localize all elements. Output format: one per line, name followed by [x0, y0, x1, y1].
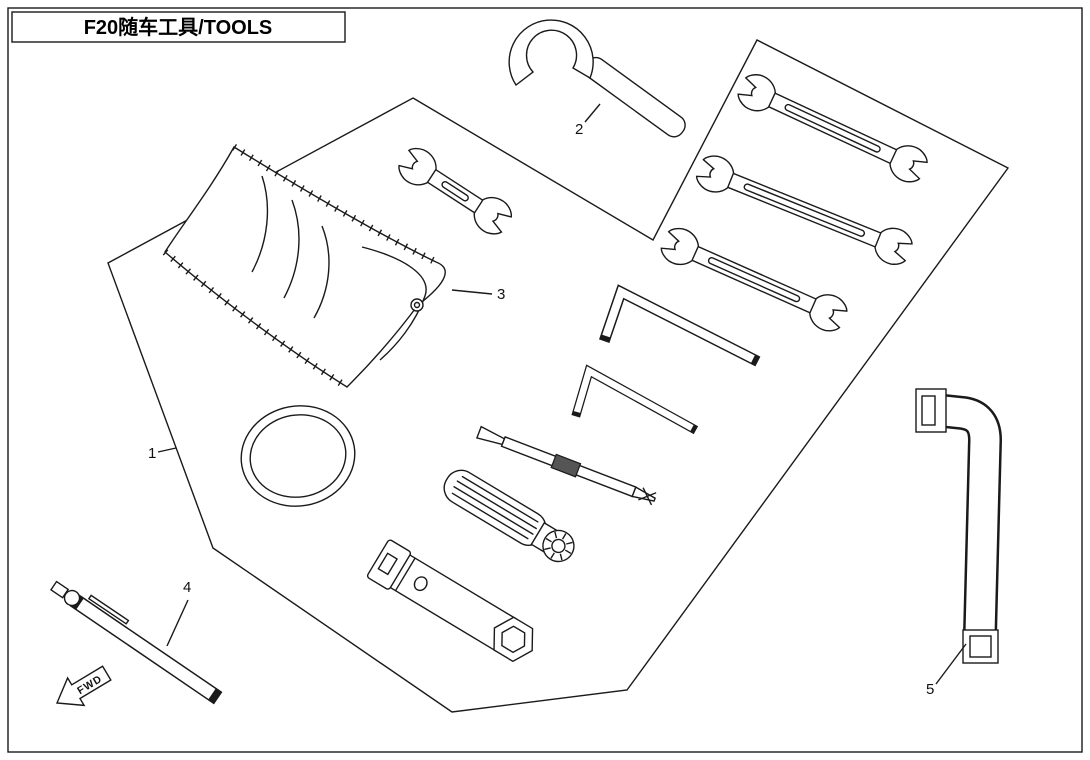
- tool-kit-outline: [107, 39, 1010, 713]
- pouch-seam-bottom: [162, 249, 349, 390]
- pouch-crease: [251, 175, 269, 273]
- pouch-seam-top: [232, 144, 438, 266]
- phillips-tip: [631, 486, 656, 502]
- callout-5: 5: [926, 681, 934, 698]
- spark-plug-socket: [366, 539, 534, 663]
- open-end-wrench-small: [398, 147, 513, 235]
- screwdriver-bit-rod: [475, 425, 657, 506]
- l-socket-wrench: [915, 388, 1002, 664]
- open-end-wrench-3: [660, 227, 848, 332]
- hook-spanner-hook: [508, 19, 594, 87]
- callout-3: 3: [497, 286, 505, 303]
- screwdriver-handle: [443, 469, 575, 563]
- pouch-flap: [361, 246, 427, 361]
- pouch-crease: [283, 199, 300, 299]
- open-end-wrench-2: [695, 155, 913, 265]
- socket-left-cap: [366, 539, 412, 590]
- page-border: [7, 7, 1083, 753]
- fwd-arrow-shape: [55, 665, 112, 707]
- callout-4: 4: [183, 579, 191, 596]
- hook-spanner-handle: [583, 56, 686, 138]
- callout-1: 1: [148, 445, 156, 462]
- open-end-wrench-1: [737, 74, 928, 183]
- hex-key-small: [571, 364, 699, 435]
- tool-pouch: [162, 144, 446, 390]
- leader-line-2: [584, 103, 601, 123]
- gauge-clip: [87, 594, 130, 625]
- title-box: [11, 11, 346, 43]
- leader-line-3: [451, 289, 493, 295]
- tommy-bar-hole: [413, 576, 428, 592]
- hex-key-large: [599, 284, 761, 367]
- gauge-head: [63, 589, 81, 607]
- l-wrench-bottom-socket: [962, 629, 999, 664]
- hex-section: [550, 453, 582, 478]
- handle-end-cap: [542, 529, 575, 563]
- leader-line-4: [166, 599, 189, 647]
- fwd-arrow: FWD: [55, 665, 112, 707]
- hook-spanner: [508, 19, 686, 138]
- o-ring: [240, 405, 356, 507]
- tire-pressure-gauge: [49, 580, 223, 705]
- leader-line-5: [935, 643, 967, 685]
- tool-pouch-outline: [164, 146, 446, 388]
- page-title: F20随车工具/TOOLS: [84, 15, 273, 39]
- pouch-snap-button: [410, 298, 424, 312]
- callout-2: 2: [575, 121, 583, 138]
- leader-line-1: [157, 447, 177, 453]
- hex-socket-end: [493, 616, 534, 663]
- pouch-crease: [313, 225, 330, 319]
- flat-blade-tip: [475, 425, 506, 446]
